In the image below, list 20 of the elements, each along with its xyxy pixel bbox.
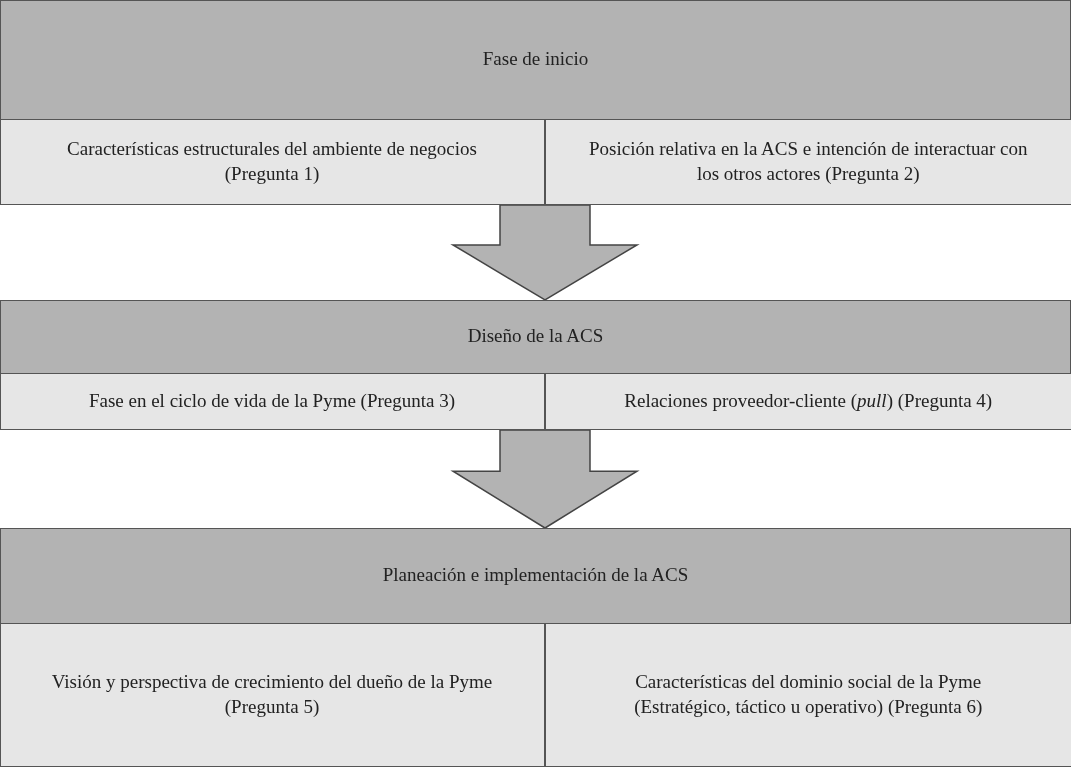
factor-text: Visión y perspectiva de crecimiento del dueño de la Pyme (Pregunta 5)	[50, 670, 494, 719]
factor-box	[0, 119, 545, 205]
factor-text: Relaciones proveedor-cliente (pull) (Pregunta 4)	[623, 388, 994, 413]
stage-panel	[0, 300, 1071, 430]
factor-text: Posición relativa en la ACS e intención de interactuar con los otros actores (Pregunta 2)	[588, 137, 1029, 186]
factor-box	[0, 373, 545, 430]
factor-box	[544, 373, 1071, 430]
factor-box	[544, 623, 1071, 767]
factor-text: Fase en el ciclo de vida de la Pyme (Pregunta 3)	[87, 388, 457, 413]
factor-text: Características del dominio social de la Pyme (Estratégico, táctico u operativo) (Pregunta 6)	[633, 670, 984, 719]
stage-panel	[0, 528, 1071, 767]
stage-heading: Planeación e implementación de la ACS	[381, 563, 690, 587]
block-arrow	[450, 204, 640, 301]
stage-panel	[0, 0, 1071, 205]
factor-box	[0, 623, 545, 767]
block-arrow	[450, 429, 640, 529]
factor-box	[544, 119, 1071, 205]
factor-text: Características estructurales del ambiente de negocios (Pregunta 1)	[66, 137, 478, 186]
stage-heading: Fase de inicio	[481, 47, 590, 71]
stage-heading: Diseño de la ACS	[466, 324, 605, 348]
